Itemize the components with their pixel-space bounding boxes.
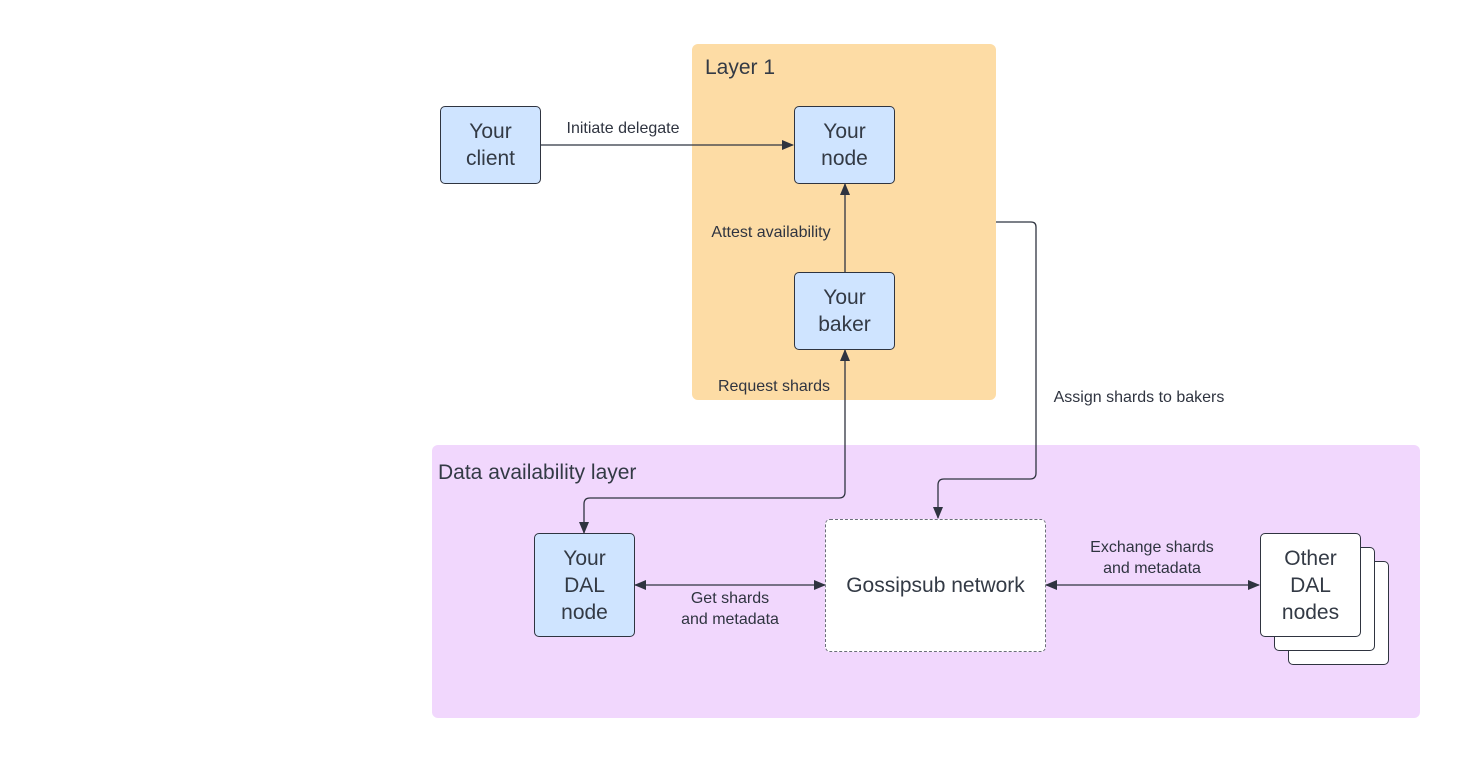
label-exchange-shards: Exchange shards and metadata bbox=[1090, 539, 1214, 577]
layer-1-title: Layer 1 bbox=[705, 56, 776, 79]
label-assign-shards: Assign shards to bakers bbox=[1053, 389, 1225, 406]
your-client-node: Your client bbox=[440, 106, 541, 184]
label-get-shards: Get shards and metadata bbox=[681, 590, 779, 628]
other-dal-nodes-node: Other DAL nodes bbox=[1260, 533, 1361, 637]
data-availability-layer-title: Data availability layer bbox=[438, 461, 637, 484]
your-dal-node: Your DAL node bbox=[534, 533, 635, 637]
your-node-node: Your node bbox=[794, 106, 895, 184]
label-attest-availability: Attest availability bbox=[711, 224, 831, 241]
label-request-shards: Request shards bbox=[717, 378, 831, 395]
gossipsub-network-node: Gossipsub network bbox=[825, 519, 1046, 652]
label-initiate-delegate: Initiate delegate bbox=[566, 120, 680, 137]
your-baker-node: Your baker bbox=[794, 272, 895, 350]
